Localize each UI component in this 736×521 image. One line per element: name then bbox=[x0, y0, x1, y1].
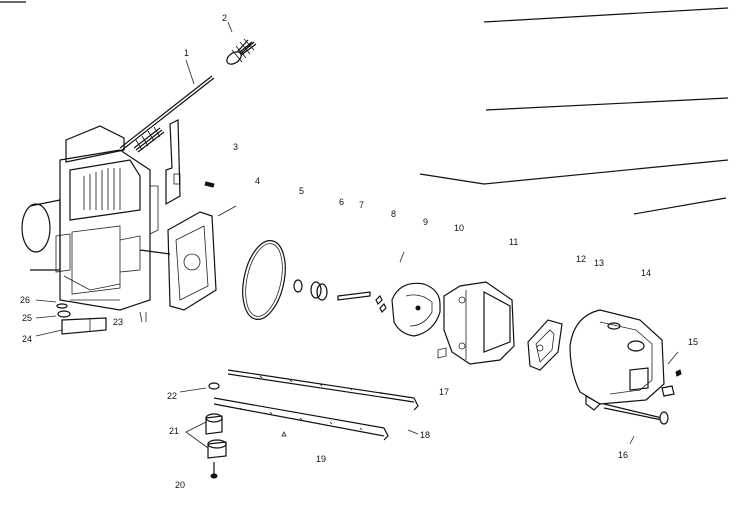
callout-11: 11 bbox=[509, 237, 519, 247]
callout-7: 7 bbox=[359, 200, 365, 210]
seal-6 bbox=[293, 279, 303, 293]
callout-21: 21 bbox=[169, 426, 180, 436]
callout-18: 18 bbox=[420, 430, 431, 440]
callout-10: 10 bbox=[454, 223, 465, 233]
mount-21 bbox=[185, 413, 227, 459]
engine-body bbox=[21, 125, 171, 311]
callout-5: 5 bbox=[299, 186, 305, 196]
callout-17: 17 bbox=[439, 387, 450, 397]
callout-24: 24 bbox=[22, 334, 33, 344]
drain-plug-15 bbox=[661, 369, 682, 397]
impeller-10 bbox=[391, 282, 441, 337]
housing-14 bbox=[569, 309, 665, 411]
callout-13: 13 bbox=[594, 258, 605, 268]
adapter-plate bbox=[167, 205, 237, 311]
base-parts bbox=[35, 299, 147, 337]
callout-26: 26 bbox=[20, 295, 31, 305]
rail-19 bbox=[213, 397, 389, 441]
callout-14: 14 bbox=[641, 268, 652, 278]
key-9 bbox=[375, 294, 387, 314]
callout-2: 2 bbox=[222, 13, 228, 23]
callout-19: 19 bbox=[316, 454, 327, 464]
callout-25: 25 bbox=[22, 313, 33, 323]
gasket-12 bbox=[527, 319, 563, 371]
callout-20: 20 bbox=[175, 480, 186, 490]
bracket-3 bbox=[165, 119, 181, 206]
callout-23: 23 bbox=[113, 317, 124, 327]
callout-3: 3 bbox=[233, 142, 239, 152]
shaft-8 bbox=[337, 291, 371, 301]
callout-8: 8 bbox=[391, 209, 397, 219]
screw-4 bbox=[204, 181, 215, 188]
seal-7 bbox=[310, 281, 328, 301]
washer-22 bbox=[208, 382, 220, 390]
screw-20 bbox=[210, 462, 218, 479]
o-ring-5 bbox=[242, 240, 286, 320]
callout-1: 1 bbox=[184, 48, 190, 58]
rail-18 bbox=[227, 369, 419, 411]
pump-body-11 bbox=[399, 251, 515, 365]
leader-lines bbox=[179, 21, 679, 445]
callout-9: 9 bbox=[423, 217, 429, 227]
spring-2 bbox=[226, 38, 257, 65]
callout-16: 16 bbox=[618, 450, 629, 460]
callout-4: 4 bbox=[255, 176, 261, 186]
bolt-16 bbox=[603, 403, 669, 425]
rod-1 bbox=[119, 59, 215, 153]
scan-artifact-lines bbox=[0, 1, 729, 215]
callout-22: 22 bbox=[167, 391, 178, 401]
callout-6: 6 bbox=[339, 197, 345, 207]
callout-12: 12 bbox=[576, 254, 587, 264]
callout-15: 15 bbox=[688, 337, 699, 347]
